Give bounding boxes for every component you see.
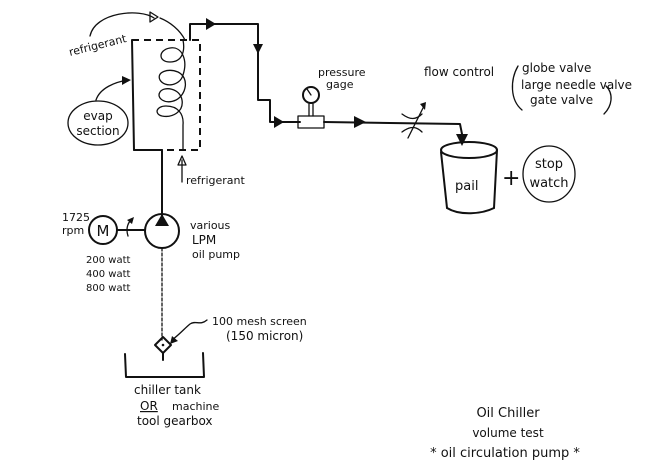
tank-label-or: OR [140,399,158,413]
gage-tee [297,115,325,129]
title-line-2: volume test [472,426,544,440]
valve-option-needle: large needle valve [521,78,632,92]
evap-dashed-outline [132,39,201,151]
valve-option-globe: globe valve [522,61,591,75]
rotation-arrow [127,217,134,224]
evap-callout-arrow [122,76,131,85]
flow-control-valve [401,102,426,139]
pump-direction-arrow [155,214,169,226]
pump-label-1: various [190,219,231,232]
oil-pump: various LPM oil pump [144,213,240,261]
refrigerant-out-line [159,17,186,41]
screen-label-2: (150 micron) [226,329,303,343]
valve-adjust-line [407,105,425,139]
pail-rim [440,141,498,159]
flow-arrow-3 [274,116,284,128]
flow-arrow-2 [253,44,263,54]
pail-label: pail [455,179,478,194]
tank-label-machine: machine [172,400,220,413]
gage-stem [308,103,314,117]
flow-arrow-5 [456,134,468,146]
flow-arrow-4 [354,116,366,128]
title-line-3: * oil circulation pump * [430,446,580,461]
motor-power-200: 200 watt [86,255,130,266]
title-block: Oil Chiller volume test * oil circulatio… [430,406,580,461]
mesh-screen: 100 mesh screen (150 micron) [154,315,307,361]
refrigerant-arrow-head [149,11,159,23]
screen-dot [161,343,165,347]
motor: M 1725 rpm 200 watt 400 watt 800 watt [62,211,146,294]
screen-callout-arrow [170,336,178,344]
evap-label-line2: section [76,124,119,138]
refrigerant-bottom-label: refrigerant [186,174,245,187]
evaporator [131,39,201,151]
valve-upper-arc [401,113,423,120]
pump-label-2: LPM [192,233,216,247]
valve-adjust-arrow [420,102,426,110]
refrigerant-out-indicator [89,11,186,41]
motor-speed: 1725 [62,211,90,224]
stopwatch-label-2: watch [529,176,568,191]
evap-section-callout: evap section [67,76,131,146]
gage-needle [306,88,312,96]
flow-control-label: flow control [424,65,494,79]
tank-outline [124,352,205,378]
gage-dial [302,86,320,104]
title-line-1: Oil Chiller [476,406,540,421]
valve-option-gate: gate valve [530,93,593,107]
screen-callout-line [171,319,208,341]
plus-sign: + [502,166,520,191]
outlet-pipe-line [189,23,301,123]
refrigerant-in-indicator [177,155,187,183]
evap-left-wall [131,39,135,151]
motor-power-800: 800 watt [86,283,130,294]
stopwatch: stop watch [522,145,576,203]
pressure-gage: pressure gage [297,66,366,129]
pressure-gage-label-2: gage [326,78,354,91]
motor-power-400: 400 watt [86,269,130,280]
refrigerant-coil [156,39,186,151]
refrigerant-in-arrow [177,155,187,166]
refrigerant-top-label: refrigerant [68,32,129,59]
pipe-to-pail [323,121,463,135]
evap-label-line1: evap [83,109,112,123]
pail-sides [440,149,498,209]
tank-label-1: chiller tank [134,383,201,397]
refrigerant-curve-arrow [89,12,155,37]
outlet-pipe [189,18,301,128]
stopwatch-circle [522,145,576,203]
pail: pail [440,141,498,215]
pail-bottom [446,207,495,215]
pump-label-3: oil pump [192,248,240,261]
stopwatch-label-1: stop [535,157,563,172]
chiller-tank: chiller tank OR machine tool gearbox [124,352,220,428]
pressure-gage-label-1: pressure [318,66,366,79]
evap-section-bubble [67,100,129,146]
motor-symbol: M [97,222,110,240]
tank-label-3: tool gearbox [137,414,213,428]
options-open-paren [511,65,523,111]
motor-speed-unit: rpm [62,224,84,237]
screen-label-1: 100 mesh screen [212,315,307,328]
options-close-paren [603,85,612,115]
flow-arrow-1 [206,18,216,30]
